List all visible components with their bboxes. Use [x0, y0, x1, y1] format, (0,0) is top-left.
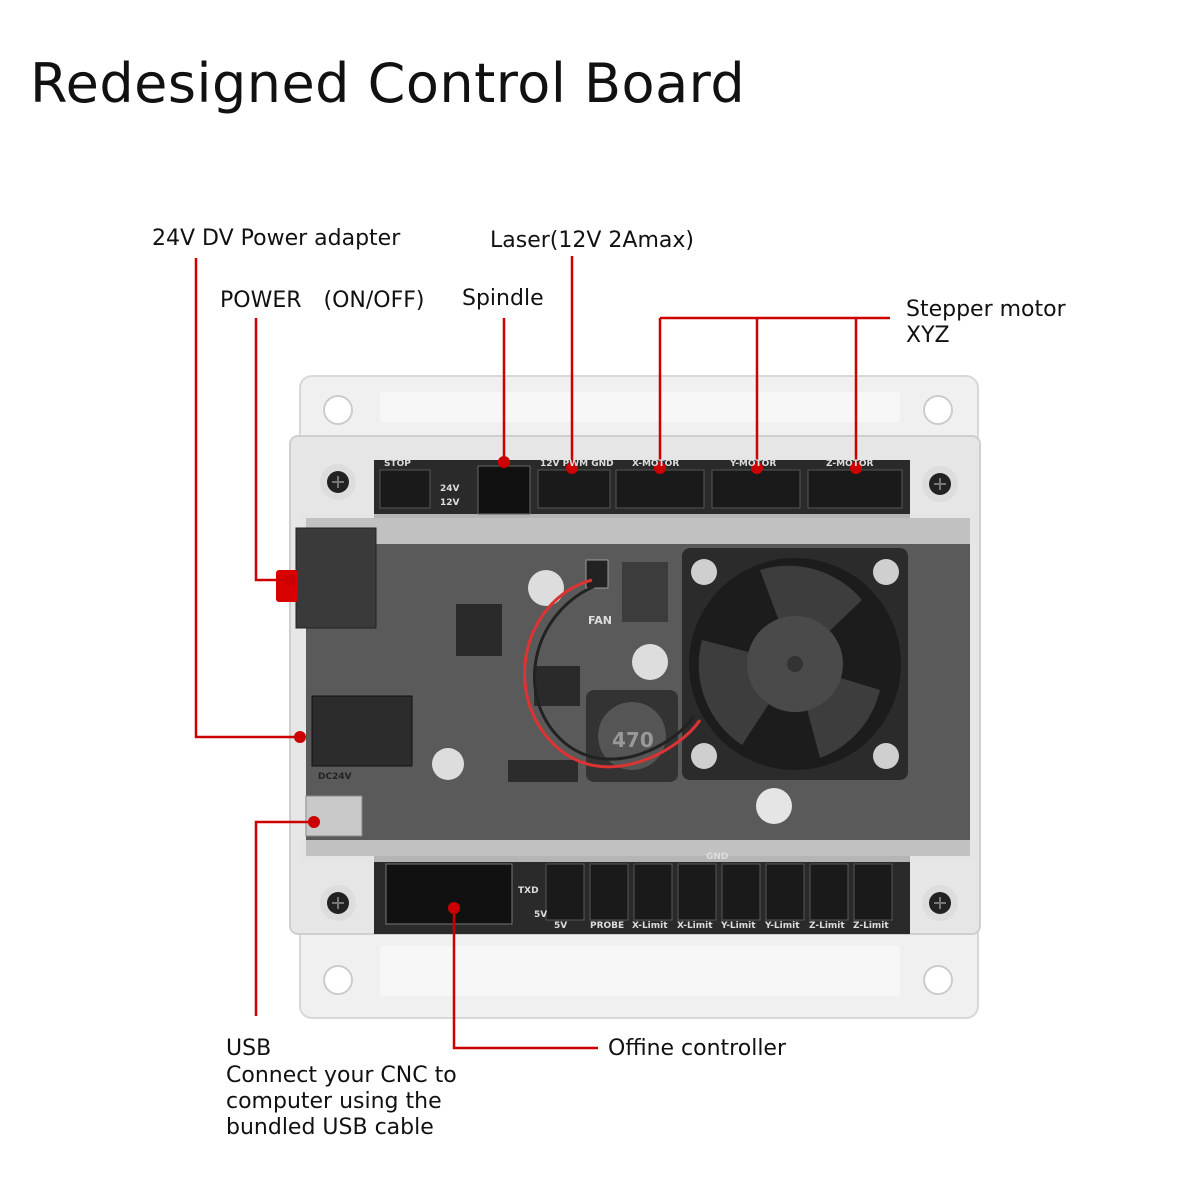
callout-usb-line3: computer using the: [226, 1089, 442, 1114]
limit-connector: [765, 863, 805, 921]
pin-label-x-limit: X-Limit: [632, 921, 668, 931]
fan-screw: [873, 559, 899, 585]
fan-screw: [691, 743, 717, 769]
pin-label-5v: 5V: [554, 921, 568, 931]
acrylic-band: [300, 840, 976, 862]
limit-connector: [853, 863, 893, 921]
screw: [922, 466, 958, 502]
x-motor-connector: [615, 469, 705, 509]
leader-power-switch: [254, 318, 288, 582]
pin-label-x-limit: X-Limit: [677, 921, 713, 931]
callout-power-switch: POWER (ON/OFF): [220, 288, 425, 313]
callout-laser: Laser(12V 2Amax): [490, 228, 694, 253]
screw: [320, 464, 356, 500]
callout-usb-line4: bundled USB cable: [226, 1115, 434, 1140]
capacitor: [432, 748, 464, 780]
fan-screw: [691, 559, 717, 585]
page-title: Redesigned Control Board: [30, 52, 746, 115]
limit-connector: [721, 863, 761, 921]
pin-label-x-motor: X-MOTOR: [632, 459, 680, 469]
pin-label-dc24v: DC24V: [318, 772, 352, 782]
mount-hole: [923, 965, 953, 995]
pin-label-stop: STOP: [384, 459, 411, 469]
fan-center: [787, 656, 803, 672]
fan-wire-black: [533, 582, 696, 761]
pin-label-z-limit: Z-Limit: [853, 921, 889, 931]
pin-label-24v: 24V: [440, 484, 460, 494]
callout-power-adapter: 24V DV Power adapter: [152, 226, 401, 251]
callout-spindle: Spindle: [462, 286, 544, 311]
dc-jack: [311, 695, 413, 767]
screw: [320, 885, 356, 921]
mount-hole: [923, 395, 953, 425]
inductor-coil: [598, 702, 666, 770]
callout-stepper-line2: XYZ: [906, 323, 950, 348]
laser-connector: [537, 469, 611, 509]
z-motor-connector: [807, 469, 903, 509]
leader-power-adapter: [194, 258, 300, 739]
regulator: [456, 604, 502, 656]
chip: [508, 760, 578, 782]
callout-dots: [284, 456, 862, 914]
capacitor: [632, 644, 668, 680]
pin-label-12v: 12V: [440, 498, 460, 508]
pin-label-y-motor: Y-MOTOR: [730, 459, 777, 469]
offline-header: [385, 863, 513, 925]
pin-label-5v-side: 5V: [534, 910, 548, 920]
limit-connector: [545, 863, 585, 921]
limit-connector: [677, 863, 717, 921]
usb-port: [305, 795, 363, 837]
pin-label-y-limit: Y-Limit: [765, 921, 800, 931]
capacitor: [528, 570, 564, 606]
chip: [534, 666, 580, 706]
inductor-label: 470: [612, 728, 654, 752]
power-switch: [276, 570, 298, 602]
spindle-connector: [477, 465, 531, 515]
pin-label-fan: FAN: [588, 614, 612, 627]
pin-label-gnd: GND: [706, 852, 729, 862]
y-motor-connector: [711, 469, 801, 509]
leader-usb: [254, 820, 312, 1016]
mount-hole: [323, 965, 353, 995]
mosfet: [622, 562, 668, 622]
stop-connector: [379, 469, 431, 509]
pin-label-z-motor: Z-MOTOR: [826, 459, 874, 469]
limit-connector: [809, 863, 849, 921]
pin-label-laser: 12V PWM GND: [540, 459, 614, 469]
callout-usb-line2: Connect your CNC to: [226, 1063, 457, 1088]
limit-connector: [633, 863, 673, 921]
frame-pad: [380, 392, 900, 422]
acrylic-band: [300, 514, 976, 544]
pin-label-z-limit: Z-Limit: [809, 921, 845, 931]
capacitor: [756, 788, 792, 824]
callout-offline-controller: Offine controller: [608, 1036, 787, 1061]
callout-stepper-line1: Stepper motor: [906, 297, 1066, 322]
callout-lines: [194, 256, 890, 1050]
fan-screw: [873, 743, 899, 769]
pin-label-probe: PROBE: [590, 921, 625, 931]
mount-hole: [323, 395, 353, 425]
pin-label-y-limit: Y-Limit: [721, 921, 756, 931]
fan-wire-red: [523, 578, 702, 769]
pin-label-txd: TXD: [518, 886, 539, 896]
leader-offline: [452, 908, 598, 1050]
frame-pad: [380, 946, 900, 996]
power-switch-housing: [295, 527, 377, 629]
fan-blade: [760, 565, 862, 664]
limit-connector: [589, 863, 629, 921]
callout-usb-line1: USB: [226, 1036, 272, 1061]
screw: [922, 885, 958, 921]
